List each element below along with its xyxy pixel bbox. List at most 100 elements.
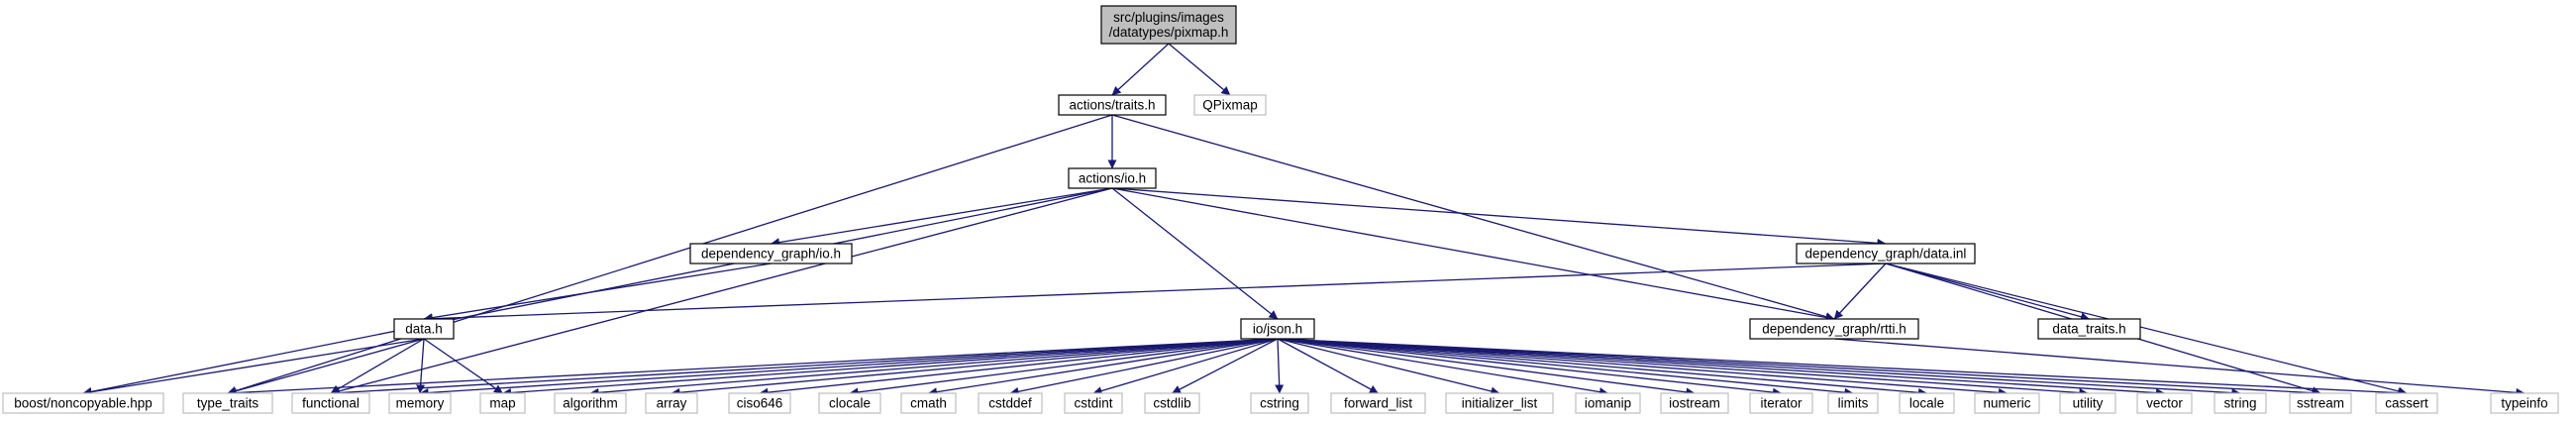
edge-data_h-to-type_traits <box>227 338 425 396</box>
node-ciso646: ciso646 <box>728 392 791 414</box>
edge-json-to-cassert <box>1277 338 2408 398</box>
edge-dg_data_inl-to-rtti <box>1833 263 1887 320</box>
node-limits: limits <box>1827 392 1879 414</box>
edge-data_h-to-memory <box>416 338 426 394</box>
node-box <box>1796 243 1976 264</box>
node-label: functional <box>302 396 360 411</box>
node-box <box>2 392 164 414</box>
node-label: iterator <box>1760 396 1803 411</box>
node-iostream: iostream <box>1660 392 1729 414</box>
node-rtti[interactable]: dependency_graph/rtti.h <box>1749 318 1919 340</box>
node-label: iostream <box>1669 396 1720 411</box>
edge-json-to-memory <box>419 338 1279 397</box>
node-box <box>2136 392 2193 414</box>
node-dg-data-inl[interactable]: dependency_graph/data.inl <box>1796 243 1976 264</box>
node-initializer-list: initializer_list <box>1445 392 1554 414</box>
node-box <box>978 392 1043 414</box>
node-box <box>2490 392 2559 414</box>
node-box <box>1144 392 1200 414</box>
node-label: array <box>657 396 687 411</box>
node-label: ciso646 <box>737 396 783 411</box>
node-box <box>1660 392 1729 414</box>
edge-pixmap-to-traits <box>1111 43 1170 96</box>
node-numeric: numeric <box>1974 392 2040 414</box>
edge-dg_data_inl-to-cassert <box>1885 263 2408 396</box>
node-box <box>388 392 452 414</box>
edge-json-to-numeric <box>1277 338 2008 397</box>
node-box <box>2037 318 2141 340</box>
node-data-traits[interactable]: data_traits.h <box>2037 318 2141 340</box>
node-label: vector <box>2146 396 2183 411</box>
edge-json-to-functional <box>330 338 1279 398</box>
node-dg-io[interactable]: dependency_graph/io.h <box>689 243 853 264</box>
node-box <box>1899 392 1955 414</box>
node-string: string <box>2214 392 2267 414</box>
node-label: iomanip <box>1585 396 1631 411</box>
node-box <box>1974 392 2040 414</box>
edge-json-to-clocale <box>849 338 1279 397</box>
edge-json-to-sstream <box>1277 338 2321 398</box>
node-map: map <box>479 392 526 414</box>
node-clocale: clocale <box>818 392 881 414</box>
node-type-traits: type_traits <box>182 392 273 414</box>
edge-json-to-string <box>1277 338 2241 398</box>
node-cassert: cassert <box>2375 392 2438 414</box>
node-box <box>900 392 957 414</box>
node-vector: vector <box>2136 392 2193 414</box>
edge-rtti-to-typeinfo <box>1833 338 2525 397</box>
node-label: algorithm <box>563 396 618 411</box>
edge-json-to-cstring <box>1275 338 1285 394</box>
node-box <box>1749 392 1813 414</box>
edge-json-to-utility <box>1277 338 2089 397</box>
edge-dg_io-to-data_h <box>423 263 772 323</box>
edge-json-to-cstddef <box>1009 338 1279 396</box>
edge-io-to-dg_io <box>771 187 1113 248</box>
node-box <box>1250 392 1309 414</box>
node-sstream: sstream <box>2289 392 2352 414</box>
node-box <box>2289 392 2352 414</box>
edge-traits-to-type_traits <box>227 114 1113 395</box>
node-label: clocale <box>829 396 871 411</box>
node-label: sstream <box>2297 396 2344 411</box>
node-label: cstdlib <box>1153 396 1190 411</box>
node-algorithm: algorithm <box>554 392 627 414</box>
node-box <box>1330 392 1426 414</box>
node-cstring: cstring <box>1250 392 1309 414</box>
node-iterator: iterator <box>1749 392 1813 414</box>
node-label: locale <box>1909 396 1944 411</box>
node-label: data_traits.h <box>2052 322 2125 337</box>
node-typeinfo: typeinfo <box>2490 392 2559 414</box>
node-box <box>1240 318 1315 340</box>
edge-dg_data_inl-to-data_h <box>423 263 1887 324</box>
edge-io-to-json <box>1111 187 1279 320</box>
node-label: boost/noncopyable.hpp <box>14 396 153 411</box>
node-json[interactable]: io/json.h <box>1240 318 1315 340</box>
node-forward-list: forward_list <box>1330 392 1426 414</box>
node-box <box>689 243 853 264</box>
edge-io-to-rtti <box>1111 187 1835 322</box>
node-data-h[interactable]: data.h <box>393 318 455 340</box>
node-label: data.h <box>405 322 443 337</box>
node-box <box>182 392 273 414</box>
node-box <box>818 392 881 414</box>
node-traits[interactable]: actions/traits.h <box>1058 94 1167 116</box>
node-box <box>1068 167 1157 189</box>
node-label: cmath <box>910 396 947 411</box>
node-box <box>645 392 698 414</box>
node-array: array <box>645 392 698 414</box>
edge-json-to-forward_list <box>1277 338 1379 394</box>
edge-json-to-limits <box>1277 338 1854 397</box>
node-label: type_traits <box>197 396 259 411</box>
node-box <box>1193 94 1267 116</box>
edges-layer <box>82 43 2525 398</box>
node-box <box>479 392 526 414</box>
node-io[interactable]: actions/io.h <box>1068 167 1157 189</box>
node-cstdlib: cstdlib <box>1144 392 1200 414</box>
edge-traits-to-rtti <box>1111 114 1835 322</box>
edge-json-to-initializer_list <box>1277 338 1500 396</box>
node-box <box>728 392 791 414</box>
node-label: map <box>489 396 515 411</box>
node-label: dependency_graph/data.inl <box>1805 247 1967 262</box>
edge-json-to-algorithm <box>589 338 1279 397</box>
edge-json-to-map <box>502 338 1279 397</box>
